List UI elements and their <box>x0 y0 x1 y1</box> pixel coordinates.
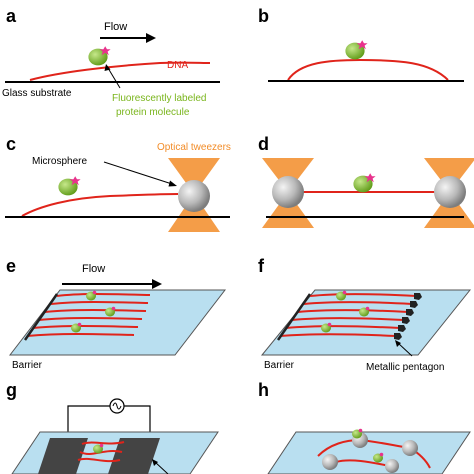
flow-label: Flow <box>82 263 105 275</box>
protein-pointer <box>104 64 121 89</box>
metallic-pentagons <box>394 293 422 340</box>
panel-e-letter: e <box>6 256 16 276</box>
protein-molecule <box>58 176 81 196</box>
protein-molecule <box>353 173 376 193</box>
flow-label: Flow <box>104 21 127 33</box>
dna-label: DNA <box>167 60 188 71</box>
panel-b-letter: b <box>258 6 269 26</box>
electrode-left <box>38 438 88 474</box>
electrode-pointer <box>152 459 169 474</box>
dna-curtain <box>279 293 417 337</box>
panel-d: d <box>258 134 474 228</box>
panel-h-letter: h <box>258 380 269 400</box>
microsphere <box>385 459 399 473</box>
dna-strand <box>21 193 179 217</box>
glass-surface <box>260 289 472 356</box>
panel-a: a Flow DNA Glass substrate Fluorescently… <box>2 6 220 118</box>
barrier-label: Barrier <box>264 360 295 371</box>
optical-tweezers-right <box>424 158 474 228</box>
glass-surface <box>8 289 227 356</box>
protein-label-line1: Fluorescently labeled <box>112 93 207 104</box>
electrode-right <box>108 438 160 474</box>
pentagon-pointer <box>395 340 413 357</box>
panel-f-letter: f <box>258 256 265 276</box>
microsphere <box>402 440 418 456</box>
panel-e: e Flow Barrier <box>6 256 227 371</box>
glass-surface <box>267 431 471 474</box>
barrier <box>276 293 312 341</box>
dna-strand <box>29 61 211 81</box>
panel-c-letter: c <box>6 134 16 154</box>
microsphere <box>322 454 338 470</box>
panel-f: f Barrier Metallic pentagon <box>258 256 472 373</box>
protein-molecule <box>345 40 368 60</box>
panel-g: g <box>6 380 219 474</box>
electric-circuit <box>67 405 151 438</box>
panel-g-letter: g <box>6 380 17 400</box>
protein-molecule <box>88 46 111 66</box>
ac-source-icon <box>109 398 125 414</box>
tweezers-label: Optical tweezers <box>157 142 231 153</box>
microsphere-pointer <box>103 161 177 187</box>
barrier-label: Barrier <box>12 360 43 371</box>
panel-c: c Optical tweezers Microsphere <box>5 134 231 232</box>
pentagon-label: Metallic pentagon <box>366 362 444 373</box>
panel-d-letter: d <box>258 134 269 154</box>
microsphere-right <box>434 176 466 208</box>
dna-curtain <box>26 293 151 337</box>
flow-arrow <box>62 279 162 289</box>
dna-strand <box>287 58 449 81</box>
microsphere-left <box>272 176 304 208</box>
protein-label-line2: protein molecule <box>116 107 190 118</box>
panel-a-letter: a <box>6 6 17 26</box>
flow-arrow <box>100 33 156 43</box>
microsphere <box>178 180 210 212</box>
barrier <box>23 293 59 341</box>
substrate-label: Glass substrate <box>2 88 72 99</box>
panel-h: h <box>258 380 471 474</box>
panel-b: b <box>258 6 464 82</box>
microsphere-label: Microsphere <box>32 156 87 167</box>
